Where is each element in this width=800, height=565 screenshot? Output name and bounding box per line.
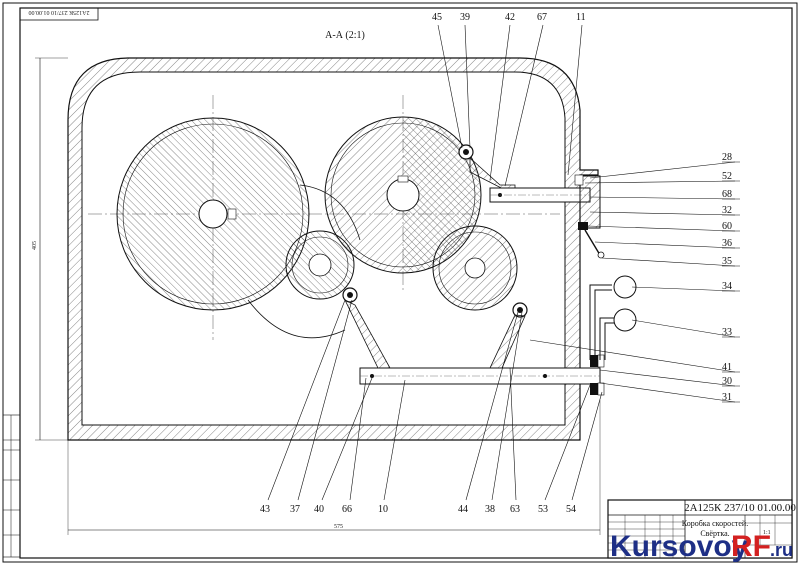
callout-10: 10 bbox=[378, 504, 388, 515]
top-callouts bbox=[437, 24, 583, 187]
callout-39: 39 bbox=[460, 12, 470, 23]
callout-36: 36 bbox=[722, 238, 732, 249]
callout-30: 30 bbox=[722, 376, 732, 387]
callout-53: 53 bbox=[538, 504, 548, 515]
handle-knob-33 bbox=[613, 308, 637, 332]
callout-37: 37 bbox=[290, 504, 300, 515]
right-bracket bbox=[579, 175, 601, 229]
watermark-part3: .ru bbox=[770, 540, 793, 560]
detent-ball bbox=[578, 222, 588, 230]
callout-60: 60 bbox=[722, 221, 732, 232]
callout-31: 31 bbox=[722, 392, 732, 403]
callout-44: 44 bbox=[458, 504, 468, 515]
callout-54: 54 bbox=[566, 504, 576, 515]
callout-32: 32 bbox=[722, 205, 732, 216]
callout-38: 38 bbox=[485, 504, 495, 515]
callout-11: 11 bbox=[576, 12, 586, 23]
callout-35: 35 bbox=[722, 256, 732, 267]
section-title: А-А (2:1) bbox=[325, 30, 365, 41]
right-callouts bbox=[529, 161, 740, 403]
callout-41: 41 bbox=[722, 362, 732, 373]
callout-63: 63 bbox=[510, 504, 520, 515]
gear-left-bore bbox=[198, 199, 228, 229]
gear-arc-lower bbox=[247, 299, 346, 339]
watermark-part2: RF bbox=[731, 530, 771, 563]
drawing-border bbox=[19, 7, 793, 559]
callout-40: 40 bbox=[314, 504, 324, 515]
callout-28: 28 bbox=[722, 152, 732, 163]
stamp-title-line1: Коробка скоростей. bbox=[682, 519, 748, 528]
watermark-part1: Kursovoy bbox=[610, 530, 749, 563]
mirror-code-text: 2А125К 237/10 01.00.00 bbox=[28, 9, 89, 15]
callout-45: 45 bbox=[432, 12, 442, 23]
callout-52: 52 bbox=[722, 171, 732, 182]
stamp-scale: 1:1 bbox=[763, 530, 771, 536]
callout-67: 67 bbox=[537, 12, 547, 23]
stamp-code: 2А125К 237/10 01.00.00 bbox=[684, 502, 796, 514]
callout-68: 68 bbox=[722, 189, 732, 200]
left-margin-table bbox=[2, 414, 21, 558]
title-block bbox=[607, 499, 793, 559]
callout-33: 33 bbox=[722, 327, 732, 338]
callout-66: 66 bbox=[342, 504, 352, 515]
dim-height-label: 405 bbox=[32, 241, 38, 250]
dim-width-label: 575 bbox=[334, 524, 343, 530]
gear-center-bore bbox=[386, 178, 420, 212]
callout-34: 34 bbox=[722, 281, 732, 292]
callout-43: 43 bbox=[260, 504, 270, 515]
callout-42: 42 bbox=[505, 12, 515, 23]
stamp-title-line2: Свёртка. bbox=[700, 529, 729, 538]
bottom-callouts bbox=[267, 299, 603, 501]
watermark: Kursovoy RF .ru bbox=[610, 530, 793, 563]
mirror-code-box bbox=[19, 7, 99, 21]
